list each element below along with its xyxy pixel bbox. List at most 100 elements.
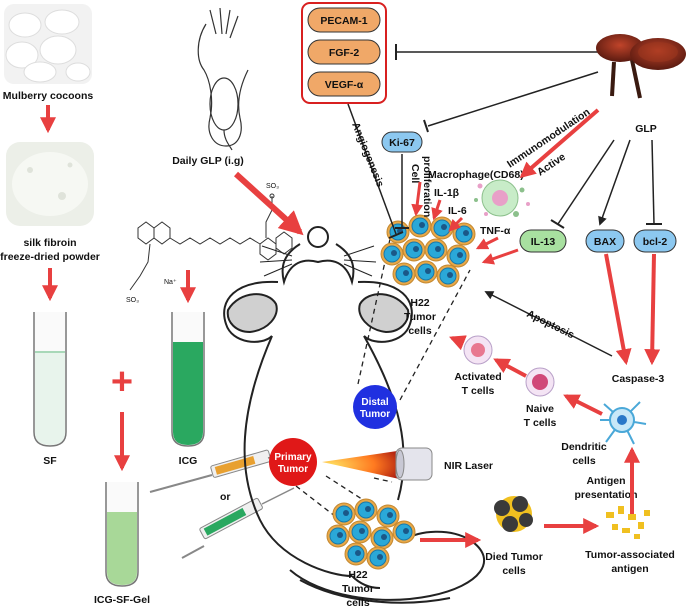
silk-fibroin-label: silk fibroin xyxy=(23,237,76,249)
h22-bottom-label-1: H22 xyxy=(348,569,367,581)
arrow-macro-1 xyxy=(411,181,424,217)
macrophage-cell xyxy=(474,179,530,217)
inhibit-glp-ki67 xyxy=(427,71,599,127)
antigen-pres-label-1: Antigen xyxy=(586,475,625,487)
arrow-activated-tumor xyxy=(449,335,467,351)
bcl2-label: bcl-2 xyxy=(643,236,668,248)
icg-label: ICG xyxy=(179,455,198,467)
or-label: or xyxy=(220,491,231,503)
glp-label: GLP xyxy=(635,123,657,135)
bax-label: BAX xyxy=(594,236,616,248)
primary-tumor xyxy=(269,438,317,486)
gel-label: ICG-SF-Gel xyxy=(94,594,150,606)
dendritic-label-2: cells xyxy=(572,455,596,467)
inhibit-bar-angio xyxy=(388,231,404,239)
il1b-label: IL-1β xyxy=(434,187,460,199)
tumor-cluster-bottom xyxy=(326,498,416,570)
died-tumor-cells xyxy=(494,496,533,532)
distal-label-1: Distal xyxy=(361,397,388,408)
arrow-glp-macrophage xyxy=(519,108,600,179)
arrow-daily-to-mouse xyxy=(233,171,304,236)
died-label-2: cells xyxy=(502,565,526,577)
taa-label: Tumor-associated xyxy=(585,549,675,561)
il13-pill xyxy=(519,229,567,253)
tumor-antigen xyxy=(606,506,650,539)
died-label-1: Died Tumor xyxy=(485,551,543,563)
arrow-dendritic-naive xyxy=(563,394,603,416)
laser-lens xyxy=(395,449,405,479)
icg-structure xyxy=(129,193,293,291)
freeze-dried-label: freeze-dried powder xyxy=(0,251,100,263)
hand-mouse-drawing xyxy=(197,7,249,151)
mulberry-cocoons-label: Mulberry cocoons xyxy=(3,90,94,102)
arrow-apoptosis xyxy=(484,291,613,357)
inhibit-glp-bcl2 xyxy=(651,139,655,225)
inhibit-glp-il13 xyxy=(557,139,615,225)
pecam-pill xyxy=(307,7,381,33)
arrow-bax-caspase xyxy=(604,253,632,366)
proliferation-label: proliferation xyxy=(421,156,433,217)
sf-label: SF xyxy=(43,455,57,467)
so3-label-right: SO₃ xyxy=(266,183,279,190)
inhibit-bar-il13 xyxy=(550,219,565,229)
arrow-macro-4 xyxy=(475,236,499,250)
inhibit-bar-ki67 xyxy=(423,119,429,133)
sf-tube xyxy=(33,312,67,447)
icg-tube xyxy=(171,312,205,447)
plus-sign: + xyxy=(111,361,133,403)
arrow-glp-bax xyxy=(598,139,631,226)
macrophage-label: Macrophage(CD68) xyxy=(428,169,524,181)
gel-tube xyxy=(105,482,139,587)
naive-label-1: Naive xyxy=(526,403,554,415)
primary-label-2: Tumor xyxy=(278,464,308,475)
nir-laser-label: NIR Laser xyxy=(444,460,493,472)
activated-t-cell xyxy=(463,335,493,365)
angiogenesis-line xyxy=(347,103,397,235)
arrow-naive-activated xyxy=(493,358,527,378)
whiskers xyxy=(259,245,377,277)
distal-label-2: Tumor xyxy=(360,409,390,420)
laser-beam xyxy=(322,450,404,480)
so3-label-left: SO₃ xyxy=(126,297,139,304)
tnfa-label: TNF-α xyxy=(480,225,511,237)
h22-top-label-2: Tumor xyxy=(404,311,436,323)
h22-top-label-1: H22 xyxy=(410,297,429,309)
tumor-cluster-top xyxy=(380,214,476,288)
cell-label: Cell xyxy=(409,164,421,183)
ki67-pill xyxy=(381,131,423,153)
daily-glp-label: Daily GLP (i.g) xyxy=(172,155,244,167)
bax-pill xyxy=(585,229,625,253)
ki67-label: Ki-67 xyxy=(389,137,415,149)
arrow-macro-2 xyxy=(431,199,443,221)
h22-bottom-label-3: cells xyxy=(346,597,370,609)
mouse-outline xyxy=(223,226,485,604)
h22-top-label-3: cells xyxy=(408,325,432,337)
activated-label-2: T cells xyxy=(462,385,495,397)
na-label: Na⁺ xyxy=(164,279,177,286)
dendritic-cell xyxy=(600,401,647,445)
il13-label: IL-13 xyxy=(531,236,556,248)
vegf-label: VEGF-α xyxy=(325,79,364,91)
angiogenesis-label: Angiogenesis xyxy=(349,121,386,189)
caspase-label: Caspase-3 xyxy=(612,373,665,385)
activated-label-1: Activated xyxy=(454,371,501,383)
bcl2-pill xyxy=(633,229,677,253)
naive-t-cell xyxy=(525,367,555,397)
pecam-label: PECAM-1 xyxy=(320,15,367,27)
il6-label: IL-6 xyxy=(448,205,467,217)
mouse-ears xyxy=(226,293,410,334)
dashed-distal xyxy=(357,229,471,483)
apoptosis-label: Apoptosis xyxy=(525,308,577,341)
active-label: Active xyxy=(535,151,568,179)
taa-label-2: antigen xyxy=(611,563,648,575)
glp-mushroom-image xyxy=(596,34,686,99)
naive-label-2: T cells xyxy=(524,417,557,429)
vegf-pill xyxy=(307,71,381,97)
silk-powder-image xyxy=(6,142,94,226)
arrow-macro-3 xyxy=(448,216,464,232)
primary-label-1: Primary xyxy=(274,452,312,463)
fgf-label: FGF-2 xyxy=(329,47,359,59)
mulberry-cocoons-image xyxy=(4,4,92,84)
